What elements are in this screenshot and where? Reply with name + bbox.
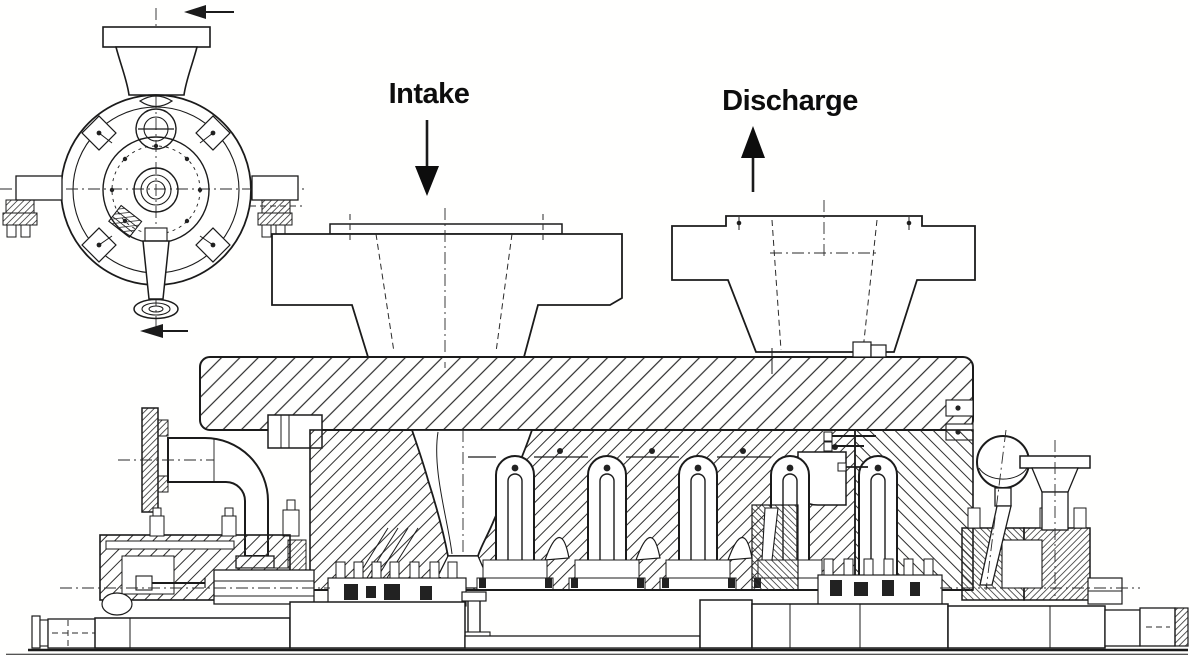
shaft-left [213, 569, 315, 605]
end-view-discharge-nozzle [102, 26, 211, 96]
end-view-mounting-pads [81, 115, 231, 263]
intake-annotation: Intake [389, 78, 470, 196]
discharge-annotation: Discharge [722, 85, 859, 192]
end-view-hub-bracket [108, 204, 143, 239]
end-view-right-lug [250, 175, 302, 238]
stage-cartridge [309, 429, 974, 591]
seal-gland-right [751, 504, 943, 606]
stage-diffuser-loop-5 [858, 455, 898, 586]
ground-line [6, 648, 1188, 655]
intake-arrow [415, 120, 439, 196]
end-view-left-lug [2, 175, 63, 238]
section-arrow-bottom [140, 324, 188, 338]
end-view-top-boss [135, 95, 177, 150]
pedestal-right [947, 605, 1106, 649]
barrel-casing [199, 341, 974, 449]
flanged-fitting [1019, 440, 1091, 596]
vent-plug [852, 341, 872, 358]
pedestal-center [699, 599, 753, 649]
discharge-nozzle [671, 200, 976, 353]
impeller-stage-4 [659, 537, 753, 591]
baseplate-end-flange [31, 615, 41, 649]
baseplate [31, 599, 1189, 649]
pedestal-left [289, 601, 466, 649]
intake-nozzle [271, 208, 623, 368]
casing-drain-pipe [457, 591, 491, 639]
bearing-housing-left [99, 507, 315, 616]
end-view-hub [102, 136, 210, 244]
main-section-view [6, 200, 1189, 655]
discharge-label: Discharge [722, 85, 858, 117]
stage-diffuser-loop-1 [495, 455, 535, 586]
impeller-stage-2 [476, 537, 570, 591]
end-view-drain-pipe [133, 227, 179, 320]
discharge-arrow [741, 126, 765, 192]
intake-label: Intake [389, 78, 470, 110]
stage-diffuser-loop-3 [678, 455, 718, 586]
section-arrow-top [184, 5, 234, 19]
housing-foot [101, 592, 133, 616]
stage-diffuser-loop-2 [587, 455, 627, 586]
suction-elbow [118, 407, 275, 569]
cover-bolts [823, 431, 876, 472]
end-view [0, 5, 308, 338]
constant-level-oiler [976, 429, 1030, 591]
